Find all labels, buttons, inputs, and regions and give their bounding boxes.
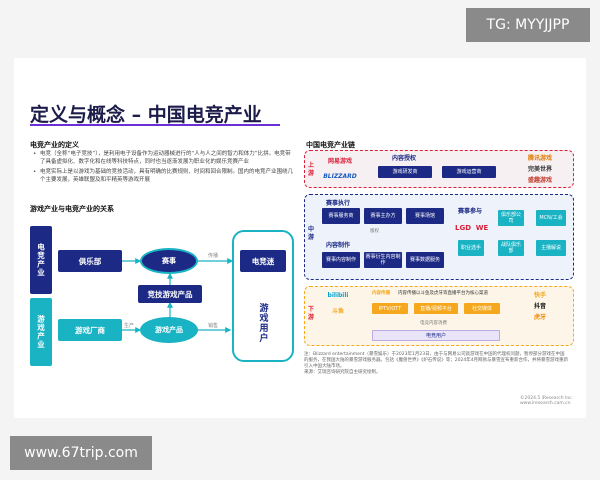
competitive-products-box: 竞技游戏产品 <box>138 285 202 303</box>
douyin-logo: 抖音 <box>533 302 546 310</box>
consumption-label: 电竞内容消费 <box>420 321 447 326</box>
operator-pill: 游戏运营商 <box>442 166 496 178</box>
fans-box: 电竞迷 <box>240 250 286 272</box>
developer-box: 游戏厂商 <box>58 319 122 341</box>
iptv-pill: IPTV/OTT <box>372 303 408 314</box>
source-note: 来源：艾瑞咨询研究院自主研究绘制。 <box>304 370 381 375</box>
upstream-section <box>304 150 574 188</box>
esports-industry-label: 电竞产业 <box>30 226 52 294</box>
game-industry-label: 游戏产业 <box>30 298 52 366</box>
watermark-bottom: www.67trip.com <box>10 436 152 470</box>
event-service-pill: 赛事服务商 <box>322 208 360 224</box>
netease-logo: 网易游戏 <box>327 157 352 165</box>
spread-description: 内容传播以斗鱼及虎牙等直播平台为核心渠道 <box>398 291 488 296</box>
derivative-content-pill: 赛事衍生内容制作 <box>364 252 402 268</box>
definition-bullet-2: 电竞实际上是以游戏为基础的竞技活动，具有明确的比赛规则、时间和回合限制。国内的电… <box>33 168 295 184</box>
event-content-pill: 赛事内容制作 <box>322 252 360 268</box>
upstream-label: 上游 <box>308 162 315 177</box>
spread-arrow-label: 传播 <box>208 253 219 259</box>
auth-arrow-label: 版权 <box>370 229 379 234</box>
downstream-label: 下游 <box>308 306 315 321</box>
blizzard-logo: BLIZZARD <box>323 172 357 180</box>
spread-title-label: 内容传播 <box>372 291 390 296</box>
page-footer: ©2024.5 iResearch Inc. www.iresearch.com… <box>520 396 574 406</box>
chain-footnote: 注：Blizzard entertainment（暴雪娱乐）于2023年1月23… <box>304 352 569 369</box>
title-underline <box>30 124 280 126</box>
kuaishou-logo: 快手 <box>533 291 546 299</box>
game-products-node: 游戏产品 <box>140 317 198 343</box>
event-exec-label: 赛事执行 <box>326 200 351 207</box>
club-company-pill: 俱乐部公司 <box>498 210 524 226</box>
definition-bullet-1: 电竞（全称“电子竞技”），是利用电子设备作为运动器械进行的“人与人之间的智力和体… <box>33 150 295 166</box>
participants-label: 赛事参与 <box>458 208 483 215</box>
shengqu-logo: 盛趣游戏 <box>527 176 552 184</box>
watermark-top: TG: MYYJJPP <box>466 8 590 42</box>
bilibili-logo: bilibili <box>327 291 349 299</box>
perfect-world-logo: 完美世界 <box>527 165 552 173</box>
douyu-logo: 斗鱼 <box>331 307 344 315</box>
content-prod-label: 内容制作 <box>326 242 351 249</box>
relation-heading: 游戏产业与电竞产业的关系 <box>30 205 114 213</box>
we-logo: WE <box>475 224 489 232</box>
tencent-games-logo: 腾讯游戏 <box>527 154 552 162</box>
definition-heading: 电竞产业的定义 <box>30 141 79 149</box>
event-data-pill: 赛事数据服务 <box>406 252 444 268</box>
page-title: 定义与概念 – 中国电竞产业 <box>30 104 262 126</box>
events-node: 赛事 <box>140 248 198 274</box>
chain-heading: 中国电竞产业链 <box>306 141 355 149</box>
esports-users-bar: 电竞用户 <box>372 330 500 341</box>
lgd-logo: LGD <box>454 224 472 232</box>
produce-arrow-label: 生产 <box>124 323 135 329</box>
event-venue-pill: 赛事场馆 <box>406 208 444 224</box>
pro-players-pill: 职业选手 <box>458 240 484 256</box>
content-auth-label: 内容授权 <box>392 155 417 162</box>
huya-logo: 虎牙 <box>533 313 546 321</box>
midstream-label: 中游 <box>308 226 315 241</box>
sell-arrow-label: 销售 <box>208 323 219 329</box>
live-video-pill: 直播/视频平台 <box>414 303 458 314</box>
club-box: 俱乐部 <box>58 250 122 272</box>
event-organizer-pill: 赛事主办方 <box>364 208 402 224</box>
game-users-label: 游戏用户 <box>257 303 268 343</box>
mcn-pill: MCN/工会 <box>536 210 566 226</box>
developer-pill: 游戏研发商 <box>378 166 432 178</box>
anchor-pill: 主播解说 <box>536 240 566 256</box>
social-media-pill: 社交媒体 <box>464 303 500 314</box>
team-club-pill: 战队俱乐部 <box>498 240 524 256</box>
